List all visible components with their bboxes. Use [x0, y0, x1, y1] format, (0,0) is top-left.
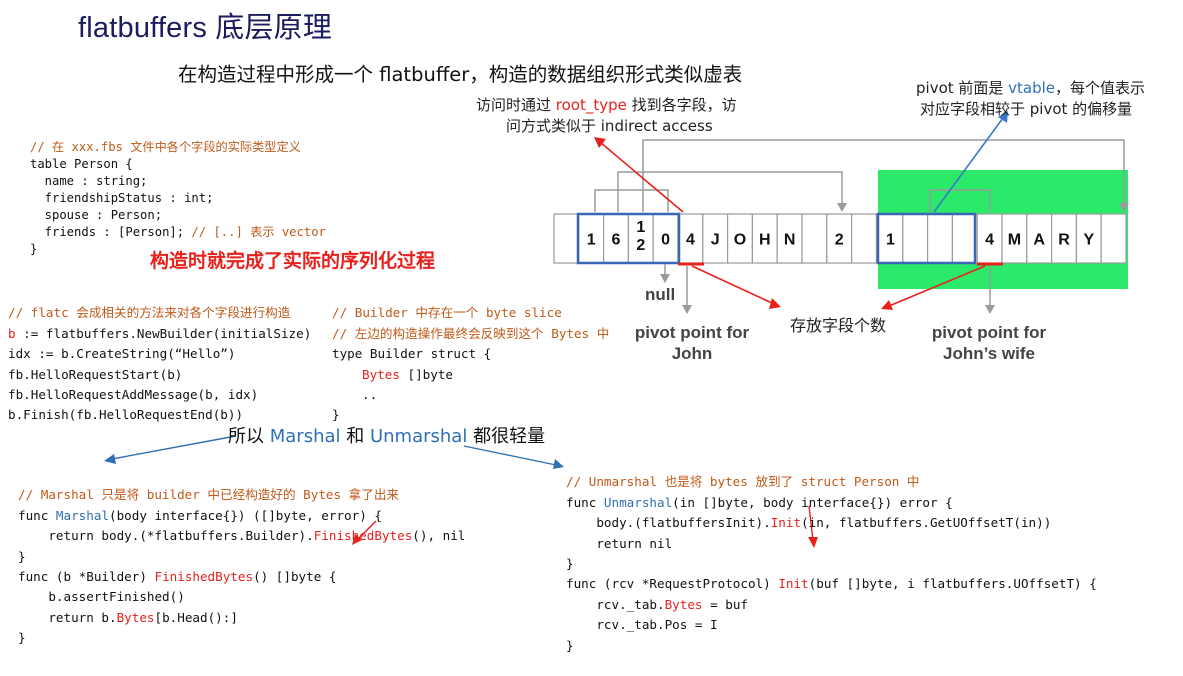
john-vtable-box: [576, 212, 681, 265]
john-cell-value: 1: [636, 219, 645, 236]
john-cell-value: 2: [636, 237, 645, 254]
field-count-label: 存放字段个数: [790, 316, 887, 335]
mary-cell: [951, 213, 978, 264]
mary-cell-value: Y: [1083, 232, 1094, 249]
mary-cell: [1075, 213, 1102, 264]
john-cell: [801, 213, 828, 264]
john-cell: [751, 213, 778, 264]
mary-cell: [877, 213, 904, 264]
john-cell-value: 4: [686, 232, 695, 249]
pivot-note: pivot 前面是 vtable，每个值表示 对应字段相较于 pivot 的偏移…: [916, 79, 1146, 118]
john-cell-value: O: [734, 232, 746, 249]
offset-connectors: [594, 139, 1125, 212]
mary-cell-value: 1: [886, 232, 895, 249]
mary-vtable-box: [876, 212, 977, 265]
mary-cell: [1100, 213, 1127, 264]
mary-cell-value: R: [1058, 232, 1070, 249]
mary-cell-value: M: [1008, 232, 1021, 249]
mary-cell: [1026, 213, 1053, 264]
marshal-summary: 所以 Marshal 和 Unmarshal 都很轻量: [228, 426, 546, 447]
john-cell: [627, 213, 654, 264]
mary-cell-value: 4: [985, 232, 994, 249]
subtitle: 在构造过程中形成一个 flatbuffer，构造的数据组织形式类似虚表: [178, 63, 743, 86]
john-cell-value: 2: [835, 232, 844, 249]
mary-cell: [926, 213, 953, 264]
john-cell: [726, 213, 753, 264]
page-title: flatbuffers 底层原理: [78, 12, 333, 44]
root-type-note: 访问时通过 root_type 找到各字段，访 问方式类似于 indirect …: [476, 96, 737, 135]
john-cell-value: 1: [587, 232, 596, 249]
mary-cell-value: A: [1033, 232, 1045, 249]
john-cell-value: 0: [661, 232, 670, 249]
marshal-code: // Marshal 只是将 builder 中已经构造好的 Bytes 拿了出…: [18, 487, 466, 646]
john-cell-value: N: [784, 232, 796, 249]
mary-cell: [1001, 213, 1028, 264]
mary-cell: [902, 213, 929, 264]
john-cell-value: 6: [612, 232, 621, 249]
unmarshal-code: // Unmarshal 也是将 bytes 放到了 struct Person…: [566, 474, 1097, 653]
gap-cell: [850, 213, 877, 264]
null-label: null: [645, 285, 676, 304]
john-cell-value: H: [759, 232, 771, 249]
john-cell: [702, 213, 729, 264]
connector-arrowheads: [660, 203, 1129, 314]
john-cell-value: J: [711, 232, 720, 249]
builder-code: // Builder 中存在一个 byte slice// 左边的构造操作最终会…: [332, 305, 610, 423]
john-cell: [776, 213, 803, 264]
lead-cell: [553, 213, 580, 264]
serialization-note: 构造时就完成了实际的序列化过程: [150, 250, 436, 272]
